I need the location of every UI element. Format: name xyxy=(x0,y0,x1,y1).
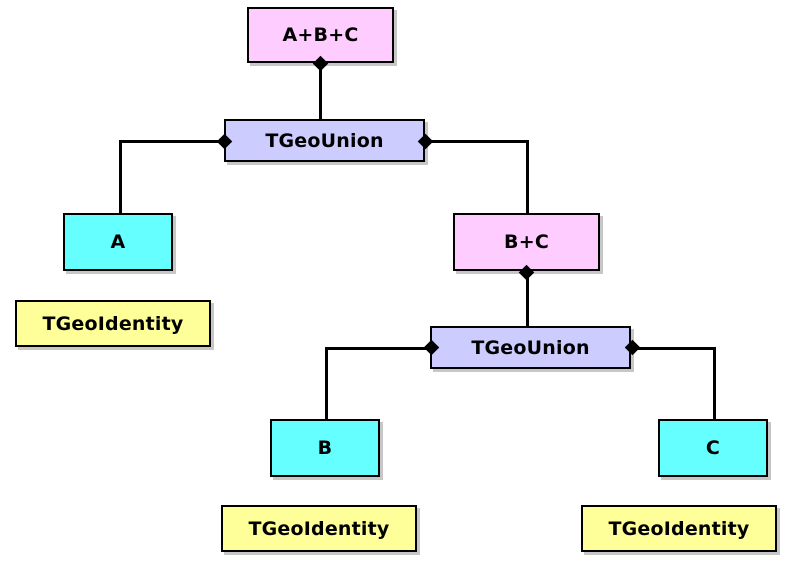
edge-root-union-left-vertical xyxy=(119,140,122,214)
node-right-shape[interactable]: B+C xyxy=(453,213,600,271)
node-leaf-b[interactable]: B xyxy=(270,419,380,477)
edge-second-union-left-vertical xyxy=(325,347,328,420)
edge-root-shape-to-root-union xyxy=(319,62,322,120)
edge-root-union-left-horizontal xyxy=(119,140,225,143)
node-root-union[interactable]: TGeoUnion xyxy=(224,119,425,162)
edge-second-union-left-horizontal xyxy=(325,347,431,350)
edge-second-union-right-vertical xyxy=(713,347,716,420)
edge-second-union-right-horizontal xyxy=(631,347,716,350)
node-leaf-a[interactable]: A xyxy=(63,213,173,271)
edge-root-union-right-horizontal xyxy=(425,140,529,143)
node-identity-c[interactable]: TGeoIdentity xyxy=(581,505,777,552)
edge-root-union-right-vertical xyxy=(526,140,529,214)
node-identity-b[interactable]: TGeoIdentity xyxy=(221,505,417,552)
node-second-union[interactable]: TGeoUnion xyxy=(430,326,631,369)
node-leaf-c[interactable]: C xyxy=(658,419,768,477)
node-root-shape[interactable]: A+B+C xyxy=(247,7,394,63)
edge-right-shape-to-second-union xyxy=(526,271,529,328)
node-identity-a[interactable]: TGeoIdentity xyxy=(15,300,211,347)
